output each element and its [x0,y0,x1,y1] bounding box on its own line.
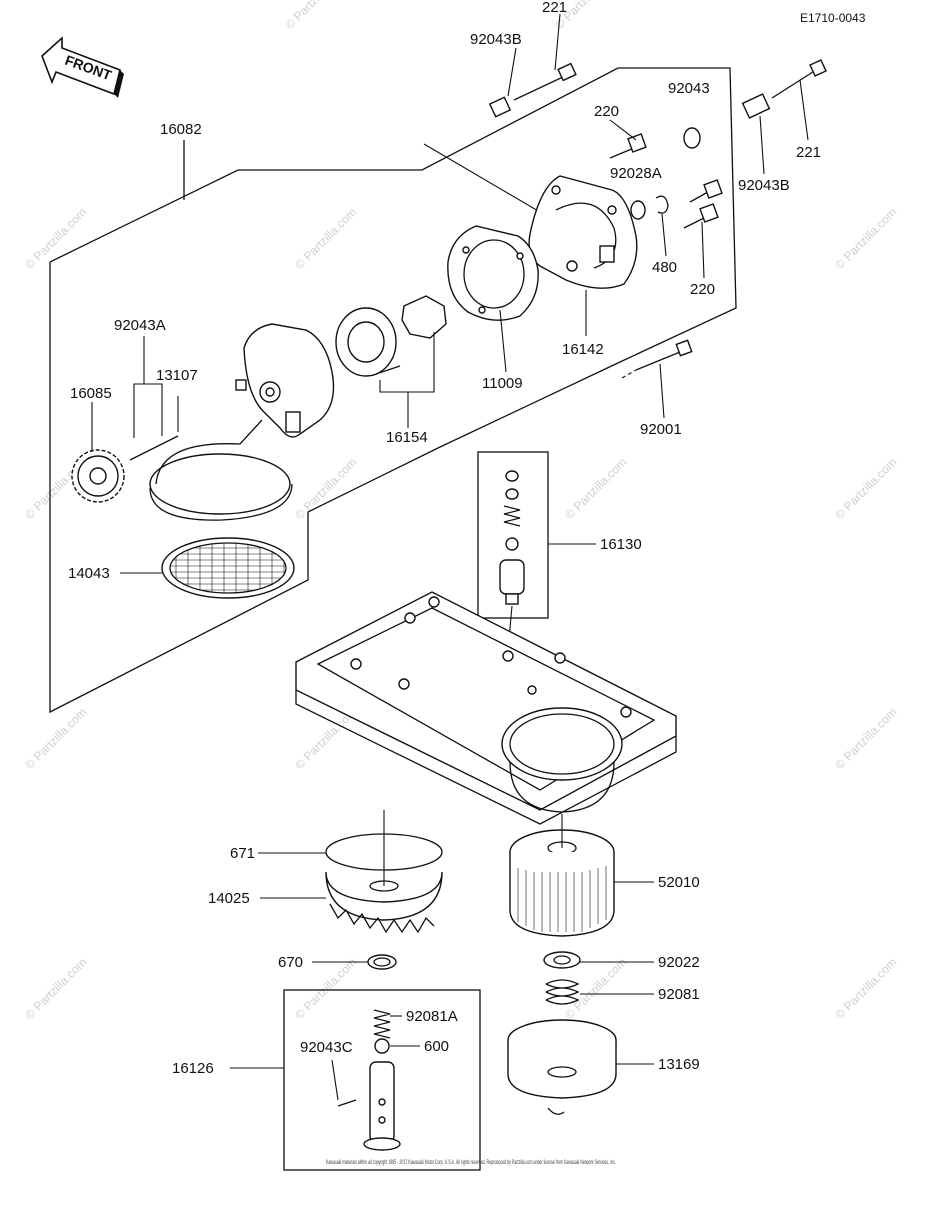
leader-line [759,115,765,175]
filter-cover-14025 [325,810,443,934]
callout-label: 92043A [114,317,166,334]
callout-label: 11009 [482,375,523,392]
watermark: © Partzilla.com [832,705,899,772]
bolt-92001 [635,339,693,371]
bypass-valve-16126 [283,989,481,1171]
bolt-220-right-a [689,179,723,203]
callout-label: 92081 [658,986,700,1003]
callout-label: 221 [796,144,821,161]
callout-label: 16085 [70,385,112,402]
callout-label: 221 [542,0,567,16]
shaft-13107 [129,396,179,461]
watermark: © Partzilla.com [282,0,349,32]
callout-label: 14025 [208,890,250,907]
watermark: © Partzilla.com [22,705,89,772]
inner-rotor-16154 [401,295,447,339]
watermark: © Partzilla.com [832,955,899,1022]
watermark: © Partzilla.com [832,455,899,522]
callout-label: 92043C [300,1039,353,1056]
bolt-220-right-b [683,203,719,229]
oil-pan [295,591,677,825]
callout-label: 16082 [160,121,202,138]
pin-92043b-right [741,93,771,119]
callout-label: 220 [690,281,715,298]
oil-screen-14043 [161,537,295,599]
callout-label: 480 [652,259,677,276]
leader-line [423,143,546,216]
callout-label: 16154 [386,429,428,446]
watermark: © Partzilla.com [22,955,89,1022]
callout-labels: 221 92043B 16082 220 92043 221 92028A 92… [68,0,821,1077]
pump-cover-16142 [528,175,638,289]
leader-line [661,213,667,257]
callout-label: 13169 [658,1056,700,1073]
callout-label: 92081A [406,1008,458,1025]
watermark: © Partzilla.com [22,205,89,272]
leader-line [621,369,637,379]
gasket-11009 [447,225,539,321]
leader-line [554,13,561,71]
front-arrow-icon: FRONT [41,36,124,98]
callout-label: 16126 [172,1060,214,1077]
watermark-layer: © Partzilla.com © Partzilla.com © Partzi… [22,0,899,1022]
callout-label: 671 [230,845,255,862]
leader-line [499,309,507,373]
sprocket-16085 [71,449,125,503]
callout-label: 13107 [156,367,198,384]
leader-line [507,47,517,97]
bolt-221-right [771,59,827,99]
callout-label: 92028A [610,165,662,182]
washer-92022 [543,951,581,969]
oil-pump-group-frame [49,67,737,714]
o-ring-92028a [630,200,646,220]
callout-label: 14043 [68,565,110,582]
copyright-text: Kawasaki materials within all copyright … [326,1160,616,1166]
pin-92043b-top [488,96,512,118]
callout-label: 52010 [658,874,700,891]
callout-label: 92001 [640,421,682,438]
strainer-housing [149,419,293,521]
relief-valve-16130 [477,451,549,651]
leader-line [609,119,637,141]
filter-bowl-13169 [507,1019,617,1115]
callout-label: 92043 [668,80,710,97]
callout-label: 16130 [600,536,642,553]
callout-label: 670 [278,954,303,971]
oil-filter-52010 [509,814,615,937]
callout-label: 92022 [658,954,700,971]
watermark: © Partzilla.com [832,205,899,272]
pin-92043 [683,127,701,149]
spring-92081 [545,979,580,1005]
bolt-221-top [513,62,577,101]
callout-label: 92043B [738,177,790,194]
callout-label: 600 [424,1038,449,1055]
leader-line [799,79,809,141]
o-ring-670 [367,954,397,970]
pump-body [235,323,335,438]
leader-line [701,221,705,279]
leader-line [133,383,163,418]
leader-line [379,332,435,393]
leader-line [331,1059,339,1101]
callout-label: 92043B [470,31,522,48]
clip-480 [655,195,669,214]
watermark: © Partzilla.com [562,455,629,522]
diagram-code: E1710-0043 [800,11,866,25]
bolt-220-top [609,133,647,159]
watermark: © Partzilla.com [292,455,359,522]
callout-label: 220 [594,103,619,120]
watermark: © Partzilla.com [292,205,359,272]
callout-label: 16142 [562,341,604,358]
outer-rotor-16154 [335,307,401,377]
leader-line [659,363,665,419]
